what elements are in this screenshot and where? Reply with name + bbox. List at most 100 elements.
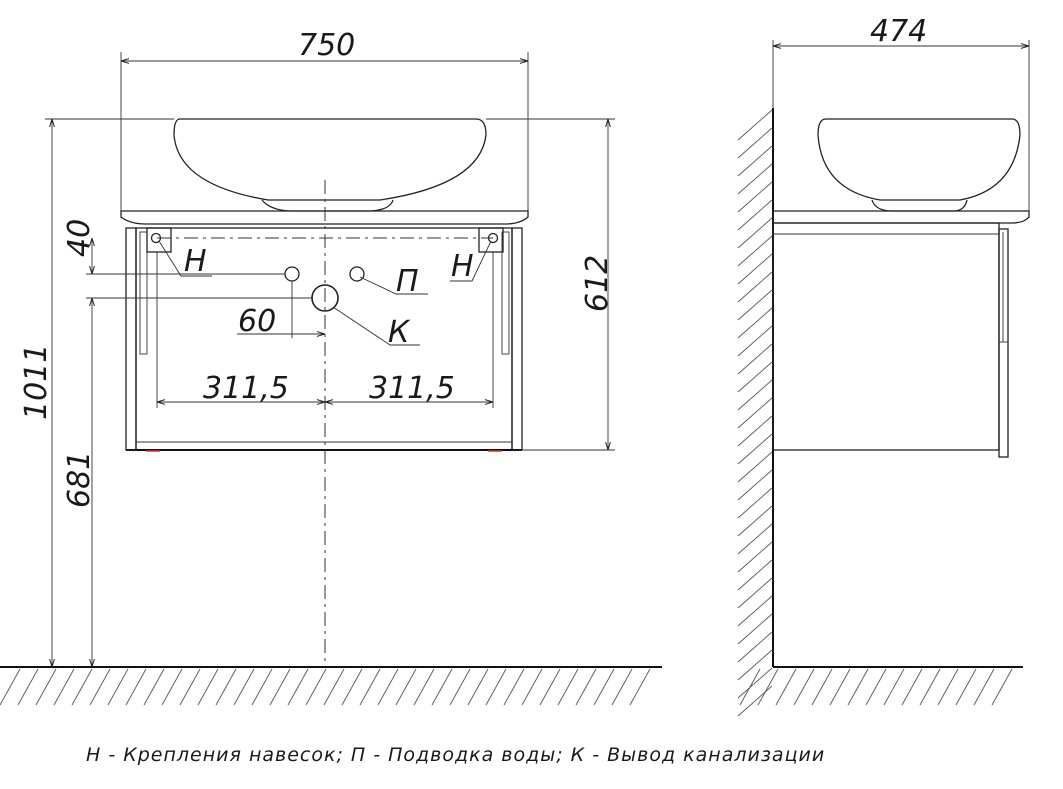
label-mount-right: Н [451, 249, 474, 284]
hatch-line [737, 523, 773, 555]
hatch-line [737, 343, 773, 375]
hatch-line [737, 289, 773, 321]
hatch-line [431, 668, 453, 706]
side-washbasin-base [871, 199, 968, 212]
right-side-panel [511, 227, 523, 451]
leader-water [359, 276, 428, 295]
front-view: Н Н П К 750 612 1011 681 40 60 [0, 28, 662, 706]
hatch-line [737, 505, 773, 537]
hatch-line [737, 163, 773, 195]
hatch-line [829, 668, 851, 706]
hatch-line [955, 668, 977, 706]
hatch-line [287, 668, 309, 706]
hatch-line [0, 668, 21, 706]
side-front-panel [998, 228, 1009, 458]
hatch-line [197, 668, 219, 706]
hatch-line [737, 469, 773, 501]
hatch-line [937, 668, 959, 706]
hatch-line [737, 253, 773, 285]
hatch-line [17, 668, 39, 706]
side-washbasin-bowl [817, 118, 1021, 201]
hatch-line [557, 668, 579, 706]
hatch-line [737, 415, 773, 447]
hatch-line [53, 668, 75, 706]
dim-overall-depth: 474 [870, 14, 927, 49]
hatch-line [341, 668, 363, 706]
hatch-line [737, 685, 773, 717]
hatch-line [737, 217, 773, 249]
hatch-line [359, 668, 381, 706]
hatch-line [973, 668, 995, 706]
hatch-line [215, 668, 237, 706]
hatch-line [883, 668, 905, 706]
hatch-line [143, 668, 165, 706]
hatch-line [467, 668, 489, 706]
water-inlet-left [284, 266, 300, 282]
hatch-line [233, 668, 255, 706]
hatch-line [737, 631, 773, 663]
dim-top-to-mount: 40 [62, 219, 97, 257]
leader-drain [332, 306, 420, 346]
countertop [120, 210, 529, 225]
hatch-line [737, 613, 773, 645]
hatch-line [413, 668, 435, 706]
label-mount-left: Н [184, 244, 207, 279]
hatch-line [737, 451, 773, 483]
dim-total-height: 1011 [19, 344, 54, 420]
hatch-line [323, 668, 345, 706]
hatch-line [737, 667, 773, 699]
left-inner-rail [139, 231, 148, 355]
leader-mount-left [158, 240, 212, 277]
hatch-line [737, 541, 773, 573]
hatch-line [179, 668, 201, 706]
hatch-line [305, 668, 327, 706]
hatch-line [737, 325, 773, 357]
hatch-line [737, 397, 773, 429]
hatch-line [521, 668, 543, 706]
hatch-line [901, 668, 923, 706]
hatch-line [161, 668, 183, 706]
hatch-line [737, 199, 773, 231]
hatch-line [575, 668, 597, 706]
hatch-line [251, 668, 273, 706]
side-floor-hatch [739, 668, 1013, 706]
hatch-line [737, 145, 773, 177]
hatch-line [737, 109, 773, 141]
hatch-line [89, 668, 111, 706]
side-countertop [772, 210, 1030, 224]
hatch-line [539, 668, 561, 706]
mount-bracket-right [478, 227, 504, 253]
washbasin-bowl [173, 118, 487, 201]
right-inner-rail [501, 231, 510, 355]
dim-half-span-left: 311,5 [203, 371, 289, 406]
hatch-line [739, 668, 761, 706]
hatch-line [737, 307, 773, 339]
mount-bracket-left [146, 227, 172, 253]
side-cabinet-body [772, 222, 1000, 451]
hatch-line [269, 668, 291, 706]
hatch-line [107, 668, 129, 706]
dim-half-span-right: 311,5 [369, 371, 455, 406]
hatch-line [775, 668, 797, 706]
hatch-line [611, 668, 633, 706]
hatch-line [737, 181, 773, 213]
hatch-line [757, 668, 779, 706]
leader-mount-right [450, 240, 492, 282]
hatch-line [377, 668, 399, 706]
dim-offset: 60 [238, 304, 276, 339]
hatch-line [737, 649, 773, 681]
hatch-line [737, 379, 773, 411]
label-drain: К [388, 315, 411, 350]
hatch-line [865, 668, 887, 706]
hatch-line [737, 127, 773, 159]
hatch-line [847, 668, 869, 706]
label-water: П [396, 264, 419, 299]
floor-hatch [0, 668, 651, 706]
hatch-line [485, 668, 507, 706]
hatch-line [629, 668, 651, 706]
hatch-line [737, 595, 773, 627]
hatch-line [737, 271, 773, 303]
hatch-line [919, 668, 941, 706]
hatch-line [737, 559, 773, 591]
hatch-line [737, 235, 773, 267]
